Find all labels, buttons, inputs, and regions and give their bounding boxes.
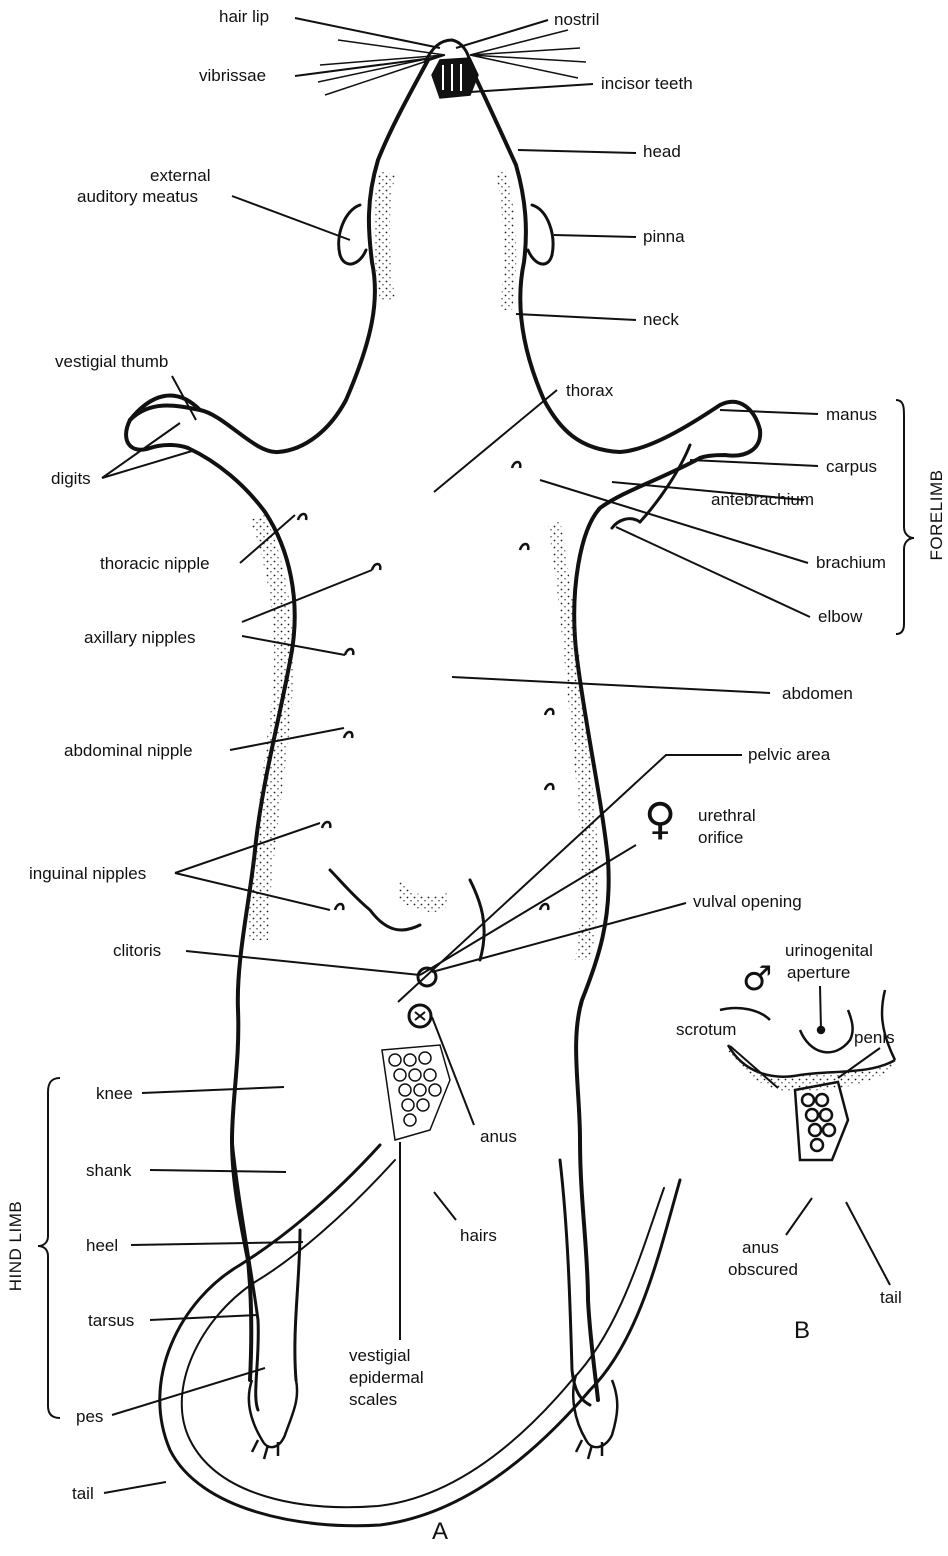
label-nostril: nostril: [554, 10, 599, 30]
label-vestigial-thumb: vestigial thumb: [55, 352, 168, 372]
label-pinna: pinna: [643, 227, 685, 247]
label-thorax: thorax: [566, 381, 613, 401]
label-tail: tail: [72, 1484, 94, 1504]
label-urinogenital: urinogenital: [785, 941, 873, 961]
label-vulval-opening: vulval opening: [693, 892, 802, 912]
label-orifice: orifice: [698, 828, 743, 848]
label-abdominal-nipple: abdominal nipple: [64, 741, 193, 761]
label-head: head: [643, 142, 681, 162]
label-hair-lip: hair lip: [219, 7, 269, 27]
label-tarsus: tarsus: [88, 1311, 134, 1331]
label-vestigial: vestigial: [349, 1346, 410, 1366]
stipple-shading: [248, 170, 598, 960]
label-hairs: hairs: [460, 1226, 497, 1246]
label-thoracic-nipple: thoracic nipple: [100, 554, 210, 574]
label-scrotum: scrotum: [676, 1020, 736, 1040]
label-anus-b: anus: [742, 1238, 779, 1258]
label-tail-b: tail: [880, 1288, 902, 1308]
panel-label-b: B: [794, 1317, 810, 1345]
male-symbol-icon: ♂: [742, 962, 772, 996]
group-label-forelimb: FORELIMB: [927, 465, 947, 565]
label-external: external: [150, 166, 210, 186]
group-label-hind-limb: HIND LIMB: [6, 1196, 26, 1296]
label-vibrissae: vibrissae: [199, 66, 266, 86]
label-inguinal-nipples: inguinal nipples: [29, 864, 146, 884]
label-heel: heel: [86, 1236, 118, 1256]
label-epidermal: epidermal: [349, 1368, 424, 1388]
label-scales: scales: [349, 1390, 397, 1410]
label-pes: pes: [76, 1407, 103, 1427]
label-knee: knee: [96, 1084, 133, 1104]
vestigial-scales-patch: [382, 1045, 450, 1140]
label-incisor-teeth: incisor teeth: [601, 74, 693, 94]
label-shank: shank: [86, 1161, 131, 1181]
label-penis: penis: [854, 1028, 895, 1048]
label-anus: anus: [480, 1127, 517, 1147]
label-auditory-meatus: auditory meatus: [77, 187, 198, 207]
nipples: [298, 462, 553, 910]
label-elbow: elbow: [818, 607, 862, 627]
label-antebrachium: antebrachium: [711, 490, 814, 510]
label-urethral: urethral: [698, 806, 756, 826]
label-manus: manus: [826, 405, 877, 425]
feet: [249, 1375, 617, 1459]
panel-label-a: A: [432, 1518, 448, 1546]
label-brachium: brachium: [816, 553, 886, 573]
label-abdomen: abdomen: [782, 684, 853, 704]
label-obscured: obscured: [728, 1260, 798, 1280]
label-aperture: aperture: [787, 963, 850, 983]
label-pelvic-area: pelvic area: [748, 745, 830, 765]
label-axillary-nipples: axillary nipples: [84, 628, 196, 648]
label-carpus: carpus: [826, 457, 877, 477]
label-clitoris: clitoris: [113, 941, 161, 961]
female-symbol-icon: ♀: [644, 798, 676, 842]
label-digits: digits: [51, 469, 91, 489]
label-neck: neck: [643, 310, 679, 330]
